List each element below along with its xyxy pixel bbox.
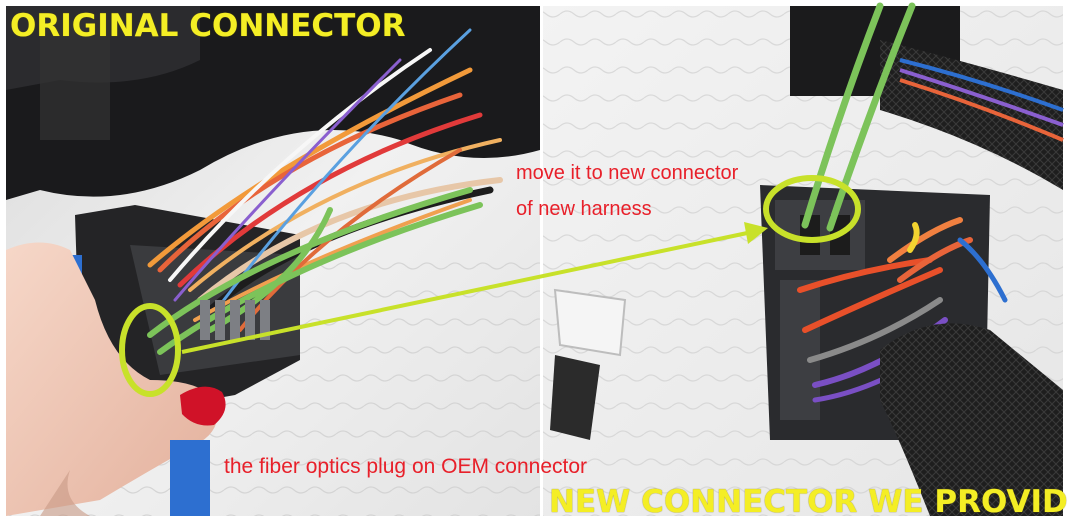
move-note-line-2: of new harness bbox=[516, 198, 652, 220]
oem-fiber-plug-highlight bbox=[119, 303, 181, 397]
move-note-line-1: move it to new connector bbox=[516, 162, 739, 184]
right-photo-panel bbox=[543, 2, 1064, 516]
original-connector-title: ORIGINAL CONNECTOR bbox=[10, 8, 406, 44]
new-connector-slot-highlight bbox=[763, 175, 861, 243]
move-arrow bbox=[181, 222, 768, 354]
new-fiber-optic-wires bbox=[801, 2, 916, 232]
panel-divider bbox=[540, 6, 543, 516]
left-photo-panel bbox=[6, 6, 560, 516]
fiber-plug-note: the fiber optics plug on OEM connector bbox=[224, 455, 588, 478]
new-connector-title: NEW CONNECTOR WE PROVIDE bbox=[549, 484, 1068, 520]
